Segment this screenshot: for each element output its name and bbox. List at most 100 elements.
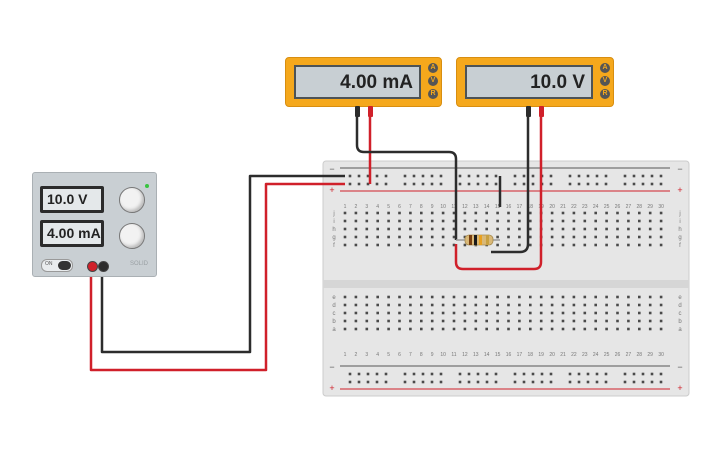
breadboard-hole[interactable] — [420, 219, 423, 223]
breadboard-hole[interactable] — [430, 219, 434, 223]
breadboard-hole[interactable] — [659, 211, 663, 215]
breadboard-hole[interactable] — [496, 227, 499, 231]
breadboard-hole[interactable] — [467, 174, 471, 178]
breadboard-hole[interactable] — [518, 235, 521, 239]
breadboard-hole[interactable] — [366, 380, 370, 384]
breadboard-hole[interactable] — [572, 327, 576, 331]
breadboard-hole[interactable] — [568, 372, 572, 376]
breadboard-hole[interactable] — [463, 295, 467, 299]
breadboard-hole[interactable] — [420, 243, 423, 247]
breadboard-hole[interactable] — [529, 295, 532, 299]
breadboard-hole[interactable] — [354, 227, 358, 231]
breadboard-hole[interactable] — [561, 319, 565, 323]
breadboard-hole[interactable] — [458, 182, 462, 186]
breadboard-hole[interactable] — [441, 211, 445, 215]
breadboard-hole[interactable] — [420, 303, 423, 307]
breadboard-hole[interactable] — [627, 219, 630, 223]
breadboard-hole[interactable] — [354, 211, 358, 215]
breadboard-hole[interactable] — [476, 174, 480, 178]
breadboard-hole[interactable] — [594, 219, 597, 223]
breadboard-hole[interactable] — [638, 243, 641, 247]
breadboard-hole[interactable] — [550, 319, 554, 323]
breadboard-hole[interactable] — [539, 295, 543, 299]
breadboard-hole[interactable] — [513, 380, 517, 384]
ammeter-black-probe[interactable] — [355, 106, 360, 117]
breadboard-hole[interactable] — [507, 295, 510, 299]
breadboard-hole[interactable] — [366, 182, 370, 186]
breadboard-hole[interactable] — [439, 380, 443, 384]
breadboard-hole[interactable] — [441, 311, 445, 315]
breadboard-hole[interactable] — [412, 182, 416, 186]
breadboard-hole[interactable] — [348, 182, 352, 186]
breadboard-hole[interactable] — [463, 303, 467, 307]
breadboard-hole[interactable] — [476, 182, 480, 186]
breadboard-hole[interactable] — [496, 303, 499, 307]
breadboard-hole[interactable] — [463, 243, 467, 247]
breadboard-hole[interactable] — [365, 311, 369, 315]
breadboard-hole[interactable] — [376, 303, 379, 307]
breadboard-hole[interactable] — [441, 327, 445, 331]
breadboard-hole[interactable] — [616, 311, 619, 315]
breadboard-hole[interactable] — [452, 311, 456, 315]
voltmeter-black-probe[interactable] — [526, 106, 531, 117]
breadboard-hole[interactable] — [550, 311, 554, 315]
voltmeter[interactable]: 10.0 V A V R — [456, 57, 614, 107]
breadboard-hole[interactable] — [522, 182, 526, 186]
breadboard-hole[interactable] — [531, 182, 535, 186]
breadboard-hole[interactable] — [605, 319, 608, 323]
breadboard-hole[interactable] — [568, 182, 572, 186]
negative-terminal[interactable] — [98, 261, 109, 272]
breadboard-hole[interactable] — [659, 235, 663, 239]
breadboard-hole[interactable] — [430, 227, 434, 231]
breadboard-hole[interactable] — [387, 319, 390, 323]
breadboard-hole[interactable] — [659, 295, 663, 299]
breadboard-hole[interactable] — [623, 380, 627, 384]
voltmeter-mode-r-button[interactable]: R — [600, 89, 610, 99]
breadboard-hole[interactable] — [463, 235, 467, 239]
breadboard-hole[interactable] — [627, 235, 630, 239]
breadboard-hole[interactable] — [387, 235, 390, 239]
breadboard-hole[interactable] — [474, 227, 478, 231]
breadboard-hole[interactable] — [522, 380, 526, 384]
breadboard-hole[interactable] — [648, 211, 652, 215]
breadboard-hole[interactable] — [354, 319, 358, 323]
breadboard-hole[interactable] — [354, 235, 358, 239]
breadboard-hole[interactable] — [549, 380, 553, 384]
breadboard-hole[interactable] — [458, 174, 462, 178]
breadboard-hole[interactable] — [452, 235, 456, 239]
breadboard-hole[interactable] — [627, 211, 630, 215]
breadboard-hole[interactable] — [376, 211, 379, 215]
breadboard-hole[interactable] — [594, 303, 597, 307]
breadboard-hole[interactable] — [409, 219, 412, 223]
breadboard-hole[interactable] — [343, 243, 347, 247]
breadboard-hole[interactable] — [365, 295, 369, 299]
breadboard-hole[interactable] — [354, 243, 358, 247]
breadboard-hole[interactable] — [467, 372, 471, 376]
breadboard-hole[interactable] — [550, 219, 554, 223]
breadboard-hole[interactable] — [605, 327, 608, 331]
breadboard-hole[interactable] — [430, 295, 434, 299]
breadboard-hole[interactable] — [474, 211, 478, 215]
breadboard-hole[interactable] — [485, 327, 488, 331]
breadboard-hole[interactable] — [474, 303, 478, 307]
breadboard-hole[interactable] — [659, 227, 663, 231]
breadboard-hole[interactable] — [550, 327, 554, 331]
breadboard-hole[interactable] — [518, 319, 521, 323]
breadboard-hole[interactable] — [387, 243, 390, 247]
breadboard-hole[interactable] — [549, 372, 553, 376]
breadboard-hole[interactable] — [650, 182, 654, 186]
breadboard-hole[interactable] — [398, 211, 401, 215]
breadboard-hole[interactable] — [577, 174, 581, 178]
breadboard-hole[interactable] — [476, 372, 480, 376]
breadboard-hole[interactable] — [648, 295, 652, 299]
breadboard-hole[interactable] — [605, 311, 608, 315]
breadboard-hole[interactable] — [604, 372, 608, 376]
breadboard-hole[interactable] — [463, 227, 467, 231]
breadboard-hole[interactable] — [496, 319, 499, 323]
ammeter-mode-r-button[interactable]: R — [428, 89, 438, 99]
breadboard-hole[interactable] — [365, 319, 369, 323]
breadboard-hole[interactable] — [365, 303, 369, 307]
breadboard-hole[interactable] — [518, 219, 521, 223]
breadboard-hole[interactable] — [583, 327, 587, 331]
breadboard-hole[interactable] — [561, 227, 565, 231]
